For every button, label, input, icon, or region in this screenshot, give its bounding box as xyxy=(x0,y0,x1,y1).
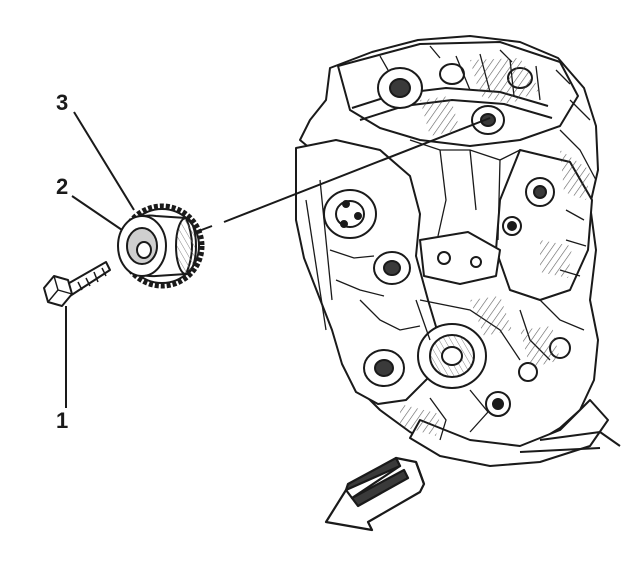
installation-axis-line xyxy=(195,117,491,233)
bolt xyxy=(43,261,111,307)
leader-lines xyxy=(65,111,135,408)
leader-line-2 xyxy=(71,195,123,231)
callout-1-bolt: 1 xyxy=(56,408,69,433)
sprocket-assembly xyxy=(117,203,205,289)
engine-detail-lines xyxy=(305,45,597,441)
callout-2-hub: 2 xyxy=(56,174,69,199)
engine-shading xyxy=(400,58,590,436)
callout-3-sprocket: 3 xyxy=(56,90,69,115)
leader-line-3 xyxy=(73,111,135,211)
arrow-icon xyxy=(324,456,426,532)
